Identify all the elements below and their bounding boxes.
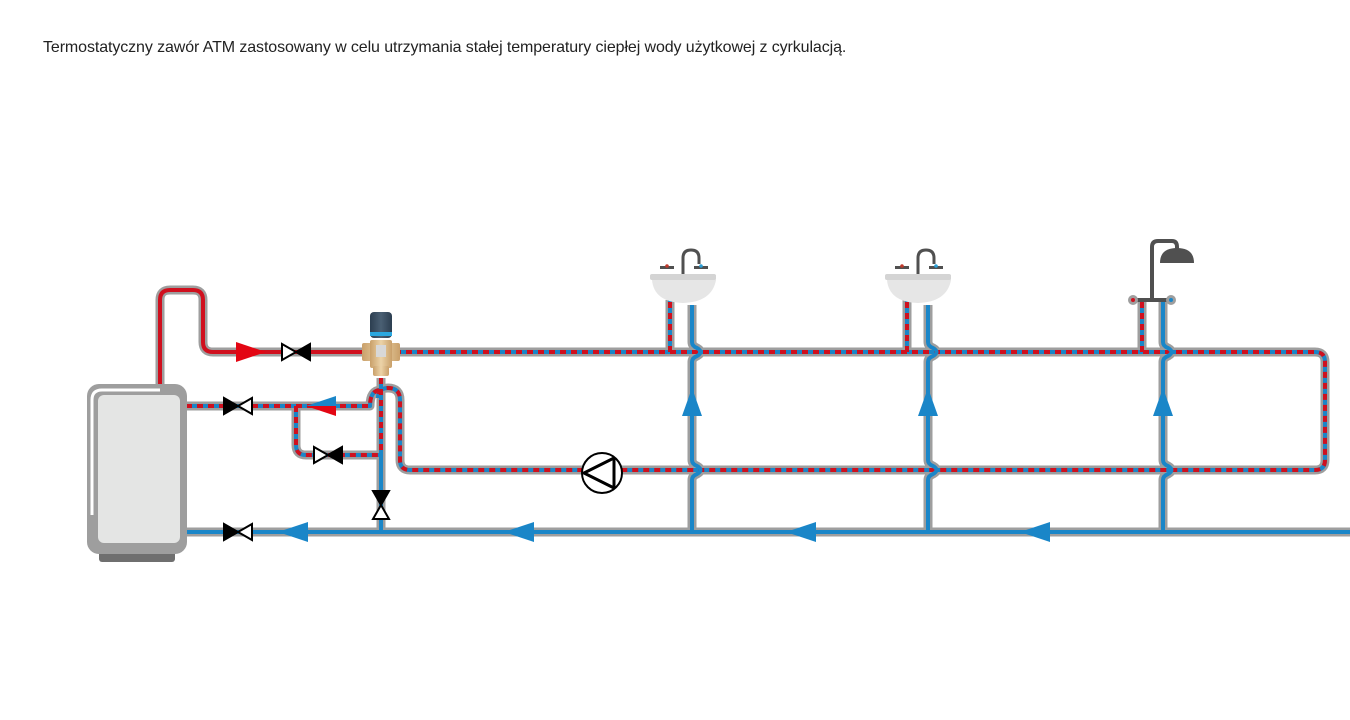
cold-riser-arrow	[682, 388, 702, 416]
cold-riser-arrow	[1153, 388, 1173, 416]
check-valve-cold-to-mixer[interactable]	[371, 490, 391, 520]
thermostatic-valve-icon[interactable]	[362, 312, 400, 376]
washbasin-icon	[650, 248, 716, 303]
washbasin-icon	[885, 248, 951, 303]
circulation-pump-icon[interactable]	[581, 452, 623, 494]
hot-supply-pipe	[158, 288, 365, 385]
cold-flow-arrow	[786, 522, 816, 542]
mixed-return-arrow-red	[306, 406, 336, 416]
hot-flow-arrow	[236, 342, 266, 362]
shower-icon	[1128, 239, 1194, 305]
cold-riser-arrow	[918, 388, 938, 416]
diagram-caption: Termostatyczny zawór ATM zastosowany w c…	[43, 39, 847, 56]
cold-water-pipes	[186, 300, 1350, 534]
mixed-water-pipes	[186, 300, 1327, 472]
flow-arrows	[236, 342, 1173, 542]
cold-flow-arrow	[1020, 522, 1050, 542]
pipe-casings	[155, 285, 1350, 537]
shutoff-valve-hot[interactable]	[281, 342, 311, 362]
mixed-return-arrow-blue	[306, 396, 336, 406]
storage-tank-icon	[87, 384, 187, 562]
cold-flow-arrow	[504, 522, 534, 542]
shutoff-valve-cold-inlet[interactable]	[223, 522, 253, 542]
shutoff-valve-return[interactable]	[223, 396, 253, 416]
shutoff-valve-bypass[interactable]	[313, 445, 343, 465]
cold-flow-arrow	[278, 522, 308, 542]
